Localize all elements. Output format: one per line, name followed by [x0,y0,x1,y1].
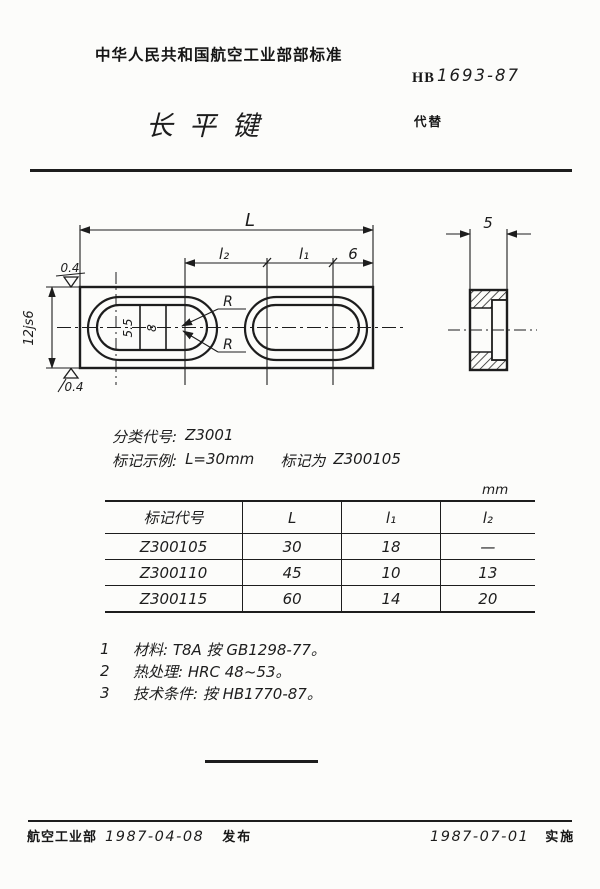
issue-date: 1987-04-08 [105,829,205,845]
radius-top-label: R [223,294,233,310]
separator-rule [205,760,318,763]
footer-rule [28,820,572,822]
table-header-row: 标记代号 L l₁ l₂ [105,502,535,534]
col-header-L: L [243,502,343,533]
classification-line: 分类代号: Z3001 [112,426,234,447]
standard-org-title: 中华人民共和国航空工业部部标准 [95,47,343,64]
col-header-code: 标记代号 [105,502,244,533]
cell-L: 45 [243,560,343,585]
classification-code: Z3001 [185,426,234,444]
notes-list: 1 材料: T8A 按 GB1298-77。 2 热处理: HRC 48~53。… [100,638,326,704]
note-number: 1 [100,640,110,658]
dim-L-label: L [245,210,255,231]
implementation-label: 实施 [545,829,576,844]
note-item: 2 热处理: HRC 48~53。 [100,660,326,682]
col-header-l1: l₁ [342,502,441,533]
dim-l2-label: l₂ [219,245,229,263]
cell-code: Z300105 [105,534,244,559]
table-row: Z300115 60 14 20 [105,586,535,611]
technical-drawing: L l₂ l₁ 6 12js6 5.5 8 R R 0.4 0.4 5 [22,210,537,394]
cell-L: 30 [243,534,343,559]
dim-height-label: 12js6 [22,310,37,345]
footer-issue: 航空工业部 1987-04-08 发布 [27,826,252,845]
cell-l2: 13 [478,563,498,582]
dim-l1-label: l₁ [299,245,309,263]
cell-l1: 14 [342,586,441,611]
table-row: Z300105 30 18 — [105,534,535,560]
cell-l2: — [480,537,496,556]
cell-L: 60 [243,586,343,611]
issue-label: 发布 [222,829,253,844]
note-number: 3 [100,684,110,702]
designation-example-line: 标记示例: L=30mm 标记为 Z300105 [112,450,401,471]
example-label: 标记示例: [112,452,178,470]
top-view [46,225,405,393]
table-row: Z300110 45 10 13 [105,560,535,586]
note-item: 1 材料: T8A 按 GB1298-77。 [100,638,326,660]
radius-bottom-label: R [223,337,233,353]
dim-8-label: 8 [145,324,159,332]
implementation-date: 1987-07-01 [430,829,530,845]
col-header-l2: l₂ [482,508,493,527]
example-designation-label: 标记为 [280,452,326,470]
example-designation: Z300105 [333,450,401,468]
dim-5-5-label: 5.5 [121,318,135,337]
standard-code-number: 1693-87 [437,66,520,85]
size-table: 标记代号 L l₁ l₂ Z300105 30 18 — Z300110 45 … [105,500,535,613]
page-title: 长平键 [146,111,275,142]
note-text: 材料: T8A 按 GB1298-77。 [133,640,326,659]
note-text: 技术条件: 按 HB1770-87。 [133,684,322,703]
dim-6-label: 6 [348,245,358,263]
cell-code: Z300115 [105,586,244,611]
example-condition: L=30mm [185,450,255,468]
cell-l2: 20 [478,589,498,608]
note-text: 热处理: HRC 48~53。 [133,662,291,681]
cell-code: Z300110 [105,560,244,585]
roughness-bottom-value: 0.4 [64,380,83,394]
footer-implementation: 1987-07-01 实施 [430,826,575,845]
table-unit: mm [482,482,509,498]
section-view [446,229,537,372]
cell-l1: 18 [342,534,441,559]
note-number: 2 [100,662,110,680]
replaces-label: 代替 [414,115,444,129]
standard-code-prefix: HB [412,70,435,86]
note-item: 3 技术条件: 按 HB1770-87。 [100,682,326,704]
footer-org: 航空工业部 [27,829,98,844]
cell-l1: 10 [342,560,441,585]
classification-label: 分类代号: [112,428,178,446]
dim-5-label: 5 [483,214,493,232]
roughness-top-value: 0.4 [60,261,79,275]
header-rule [30,169,572,172]
